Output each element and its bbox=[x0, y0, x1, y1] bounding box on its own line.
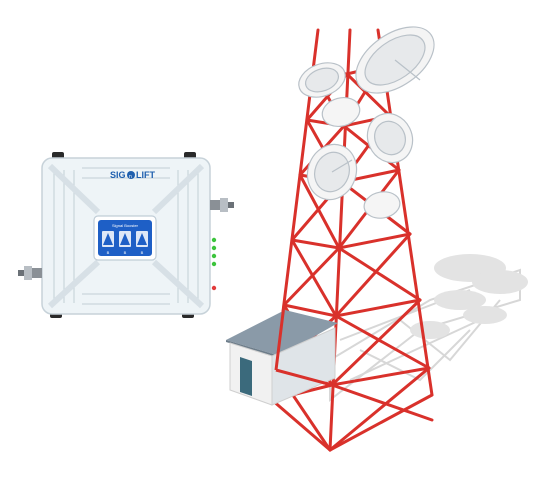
status-leds bbox=[211, 237, 217, 291]
logo-mid: n bbox=[129, 174, 132, 180]
signal-booster-icon: SIG n LIFT Signal Booster B B B bbox=[18, 152, 234, 318]
satellite-dish-icon bbox=[298, 26, 435, 219]
logo-left: SIG bbox=[110, 170, 126, 180]
antenna-connector-right bbox=[210, 198, 234, 212]
band-label-1: B bbox=[107, 250, 110, 255]
antenna-connector-left bbox=[18, 266, 42, 280]
screen-title: Signal Booster bbox=[112, 223, 139, 228]
band-label-2: B bbox=[124, 250, 127, 255]
band-label-3: B bbox=[141, 250, 144, 255]
logo-right: LIFT bbox=[136, 170, 155, 180]
